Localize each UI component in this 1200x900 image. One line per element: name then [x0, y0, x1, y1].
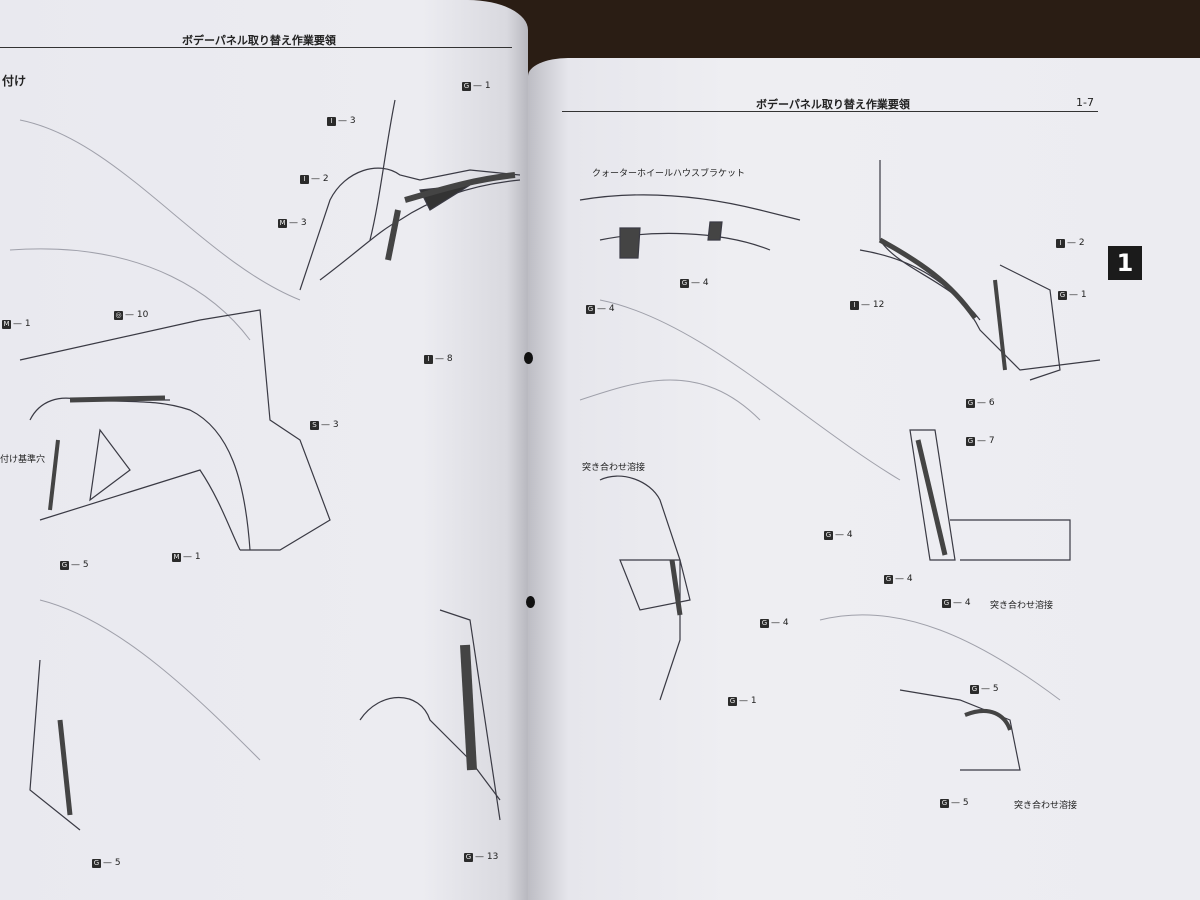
weld-label: M— 1: [2, 319, 31, 329]
weld-marker-icon: I: [1056, 238, 1065, 248]
weld-marker-icon: G: [462, 81, 471, 91]
right-page-number: 1-7: [1076, 96, 1094, 109]
butt-weld-note: 突き合わせ溶接: [990, 601, 1054, 611]
weld-marker-icon: G: [942, 598, 951, 608]
section-badge: 1: [1108, 246, 1142, 280]
weld-marker-icon: G: [940, 798, 949, 808]
weld-label: I— 3: [327, 116, 356, 126]
weld-marker-icon: ◎: [114, 310, 123, 320]
bracket-note: クォーターホイールハウスブラケット: [592, 169, 746, 179]
weld-label: G— 4: [824, 530, 853, 540]
butt-weld-note: 突き合わせ溶接: [582, 463, 646, 473]
weld-label: I— 2: [1056, 238, 1085, 248]
weld-label: M— 1: [172, 552, 201, 562]
weld-label: G— 5: [60, 560, 89, 570]
weld-label: S— 3: [310, 420, 339, 430]
weld-marker-icon: G: [464, 852, 473, 862]
weld-marker-icon: M: [172, 552, 181, 562]
left-page-header: ボデーパネル取り替え作業要領: [182, 34, 336, 47]
right-header-rule: [562, 111, 1098, 112]
weld-label: G— 4: [760, 618, 789, 628]
butt-weld-note: 突き合わせ溶接: [1014, 801, 1078, 811]
weld-marker-icon: M: [2, 319, 11, 329]
weld-label: G— 4: [586, 304, 615, 314]
alignment-note: 付け基準穴: [0, 455, 46, 465]
weld-marker-icon: G: [60, 560, 69, 570]
weld-label: ◎— 10: [114, 310, 149, 320]
right-page: [528, 58, 1200, 900]
weld-marker-icon: G: [824, 530, 833, 540]
binder-hole: [526, 596, 535, 608]
weld-marker-icon: G: [586, 304, 595, 314]
weld-marker-icon: S: [310, 420, 319, 430]
weld-marker-icon: G: [966, 398, 975, 408]
left-page: [0, 0, 528, 900]
weld-label: I— 2: [300, 174, 329, 184]
weld-marker-icon: M: [278, 218, 287, 228]
weld-label: G— 1: [728, 696, 757, 706]
right-page-header: ボデーパネル取り替え作業要領: [756, 98, 910, 111]
weld-label: G— 4: [884, 574, 913, 584]
weld-marker-icon: I: [300, 174, 309, 184]
weld-label: G— 6: [966, 398, 995, 408]
weld-marker-icon: G: [728, 696, 737, 706]
weld-marker-icon: G: [970, 684, 979, 694]
weld-marker-icon: I: [424, 354, 433, 364]
binder-hole: [524, 352, 533, 364]
left-section-title: 付け: [2, 74, 27, 88]
weld-label: G— 5: [970, 684, 999, 694]
weld-label: G— 4: [942, 598, 971, 608]
weld-label: G— 5: [92, 858, 121, 868]
weld-label: G— 13: [464, 852, 499, 862]
weld-marker-icon: G: [966, 436, 975, 446]
weld-label: G— 5: [940, 798, 969, 808]
weld-label: G— 4: [680, 278, 709, 288]
weld-marker-icon: G: [760, 618, 769, 628]
weld-marker-icon: G: [680, 278, 689, 288]
weld-label: I— 12: [850, 300, 884, 310]
weld-label: M— 3: [278, 218, 307, 228]
weld-label: I— 8: [424, 354, 453, 364]
weld-label: G— 7: [966, 436, 995, 446]
weld-label: G— 1: [462, 81, 491, 91]
weld-marker-icon: G: [884, 574, 893, 584]
weld-marker-icon: G: [1058, 290, 1067, 300]
weld-marker-icon: G: [92, 858, 101, 868]
weld-marker-icon: I: [327, 116, 336, 126]
left-header-rule: [0, 47, 512, 48]
weld-label: G— 1: [1058, 290, 1087, 300]
weld-marker-icon: I: [850, 300, 859, 310]
